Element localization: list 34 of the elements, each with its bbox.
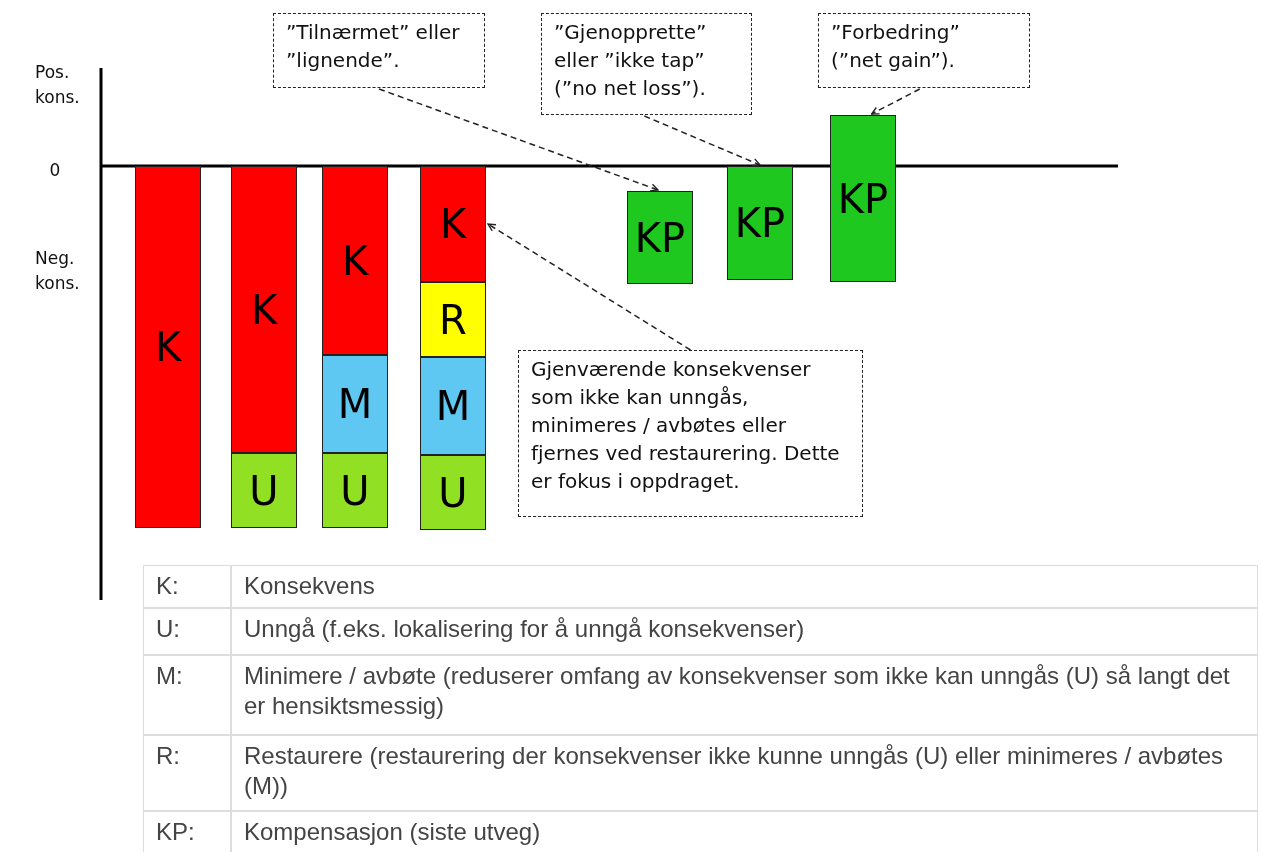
- bar-segment: U: [231, 453, 297, 528]
- axis-tick-label: 0: [48, 159, 62, 182]
- abbreviation-cell: U:: [143, 608, 231, 655]
- bar-segment: U: [322, 453, 388, 528]
- bar-segment: R: [420, 282, 486, 357]
- bar-segment: KP: [830, 115, 896, 282]
- leader-arrow: [378, 88, 659, 192]
- leader-arrow: [870, 88, 921, 115]
- callout-box: ”Tilnærmet” eller ”lignende”.: [273, 13, 485, 88]
- definition-cell: Unngå (f.eks. lokalisering for å unngå konsekvenser): [231, 608, 1258, 655]
- definition-cell: Restaurere (restaurering der konsekvenser ikke kunne unngås (U) eller minimeres / avbøtes (M)): [231, 735, 1258, 811]
- abbreviation-cell: M:: [143, 655, 231, 735]
- abbreviation-cell: R:: [143, 735, 231, 811]
- bar-segment: KP: [727, 166, 793, 280]
- definition-cell: Kompensasjon (siste utveg): [231, 811, 1258, 852]
- bar-segment: U: [420, 455, 486, 530]
- bar-segment: K: [135, 166, 201, 528]
- bar-segment: K: [420, 166, 486, 282]
- callout-box: ”Forbedring” (”net gain”).: [818, 13, 1030, 88]
- definition-cell: Minimere / avbøte (reduserer omfang av konsekvenser som ikke kan unngås (U) så langt det er hensiktsmessig): [231, 655, 1258, 735]
- callout-box: ”Gjenopprette” eller ”ikke tap” (”no net loss”).: [541, 13, 752, 115]
- bar-segment: K: [231, 166, 297, 453]
- abbreviation-cell: KP:: [143, 811, 231, 852]
- leader-arrow: [643, 115, 761, 167]
- bar-segment: M: [322, 355, 388, 453]
- bar-segment: M: [420, 357, 486, 455]
- callout-box: Gjenværende konsekvenser som ikke kan unngås, minimeres / avbøtes eller fjernes ved restaurering. Dette er fokus i oppdraget.: [518, 350, 863, 517]
- axis-label: Neg. kons.: [35, 247, 81, 295]
- leader-arrow: [487, 223, 692, 351]
- definition-cell: Konsekvens: [231, 565, 1258, 608]
- abbreviation-cell: K:: [143, 565, 231, 608]
- bar-segment: KP: [627, 191, 693, 284]
- bar-segment: K: [322, 166, 388, 355]
- axis-label: Pos. kons.: [35, 61, 81, 109]
